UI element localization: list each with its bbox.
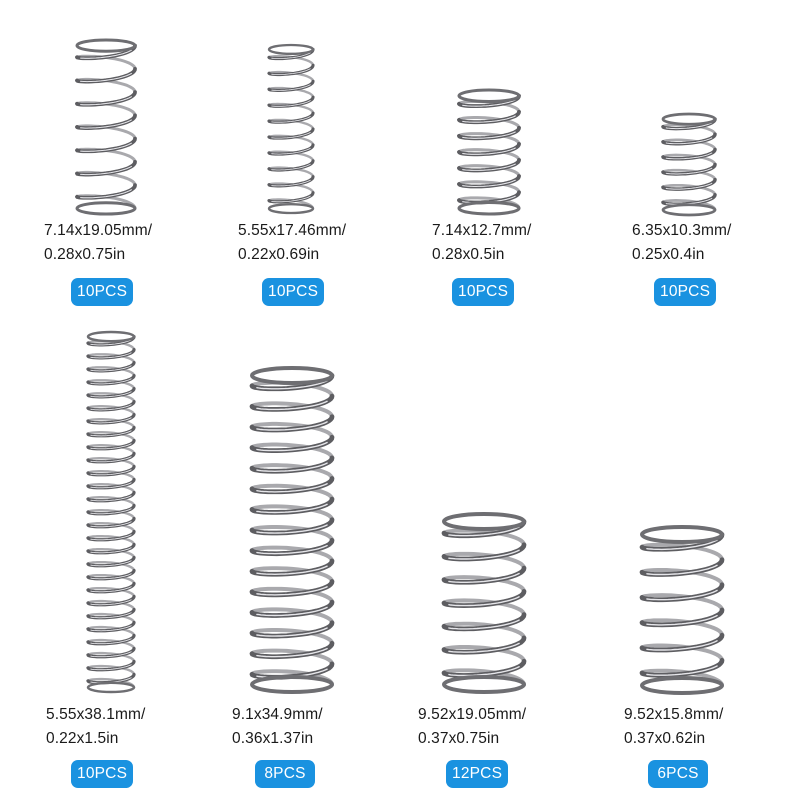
spring-size-in-3: 0.28x0.5in — [432, 246, 505, 263]
quantity-badge-5: 10PCS — [71, 760, 134, 788]
spring-size-in-6: 0.36x1.37in — [232, 730, 314, 747]
spring-size-mm-7: 9.52x19.05mm/ — [418, 706, 527, 723]
spring-size-mm-3: 7.14x12.7mm/ — [432, 222, 532, 239]
spring-size-in-5: 0.22x1.5in — [46, 730, 119, 747]
spring-size-mm-5: 5.55x38.1mm/ — [46, 706, 146, 723]
spring-size-in-2: 0.22x0.69in — [238, 246, 320, 263]
spring-image-2 — [265, 43, 317, 215]
quantity-badge-4: 10PCS — [654, 278, 717, 306]
spring-size-in-4: 0.25x0.4in — [632, 246, 705, 263]
spring-size-in-8: 0.37x0.62in — [624, 730, 706, 747]
quantity-badge-7: 12PCS — [446, 760, 509, 788]
spring-image-6 — [248, 366, 336, 694]
quantity-badge-3: 10PCS — [452, 278, 515, 306]
spring-size-in-7: 0.37x0.75in — [418, 730, 500, 747]
spring-size-mm-1: 7.14x19.05mm/ — [44, 222, 153, 239]
spring-image-3 — [455, 88, 523, 216]
spring-image-1 — [73, 38, 139, 216]
spring-image-5 — [84, 330, 138, 694]
quantity-badge-6: 8PCS — [255, 760, 315, 788]
spring-size-mm-4: 6.35x10.3mm/ — [632, 222, 732, 239]
spring-size-in-1: 0.28x0.75in — [44, 246, 126, 263]
quantity-badge-8: 6PCS — [648, 760, 708, 788]
spring-image-4 — [659, 112, 719, 217]
quantity-badge-2: 10PCS — [262, 278, 325, 306]
spring-size-mm-2: 5.55x17.46mm/ — [238, 222, 347, 239]
spring-image-7 — [440, 512, 528, 694]
quantity-badge-1: 10PCS — [71, 278, 134, 306]
spring-size-mm-8: 9.52x15.8mm/ — [624, 706, 724, 723]
spring-size-mm-6: 9.1x34.9mm/ — [232, 706, 323, 723]
spring-image-8 — [638, 525, 726, 695]
